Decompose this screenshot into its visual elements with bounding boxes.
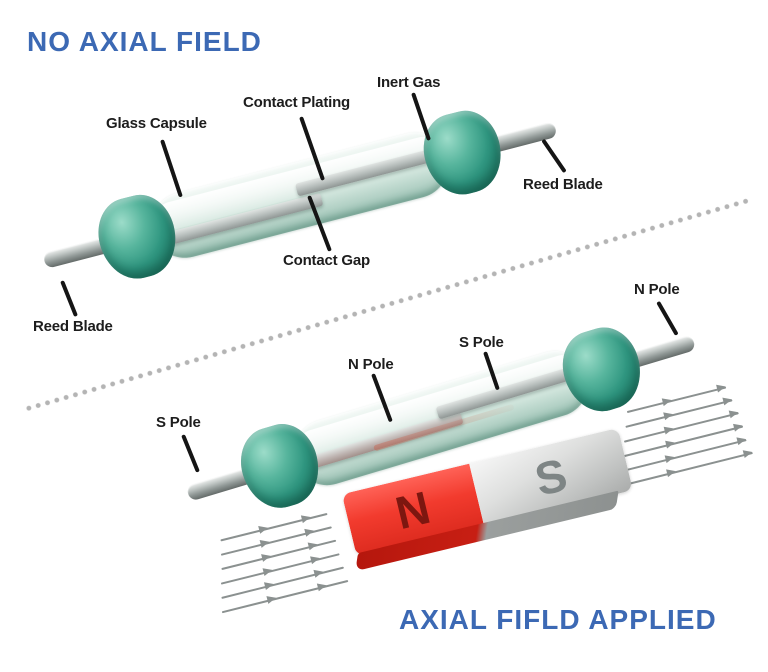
arrow-right-icon	[261, 552, 273, 563]
arrow-right-icon	[736, 435, 748, 446]
arrow-right-icon	[664, 453, 676, 464]
arrow-right-icon	[733, 422, 744, 432]
arrow-right-icon	[307, 540, 319, 551]
arrow-right-icon	[266, 594, 277, 605]
diagram-title-axial-field-applied: AXIAL FIFLD APPLIED	[399, 604, 717, 635]
arrow-right-icon	[262, 566, 274, 577]
arrow-right-icon	[665, 467, 677, 478]
label-reed-blade-left: Reed Blade	[33, 318, 113, 335]
field-line	[221, 579, 349, 614]
label-contact-plating: Contact Plating	[243, 94, 351, 111]
field-line	[619, 435, 748, 473]
label-inert-gas: Inert Gas	[377, 74, 441, 91]
field-line	[622, 422, 744, 458]
label-contact-gap: Contact Gap	[283, 252, 370, 269]
arrow-right-icon	[304, 527, 315, 538]
arrow-right-icon	[264, 580, 276, 591]
label-n-pole-middle: N Pole	[348, 356, 394, 373]
field-line	[618, 448, 754, 488]
label-s-pole-middle: S Pole	[459, 334, 504, 351]
label-reed-blade-right: Reed Blade	[523, 176, 603, 193]
label-glass-capsule: Glass Capsule	[106, 115, 207, 132]
label-s-pole-left: S Pole	[156, 414, 201, 431]
arrow-right-icon	[309, 554, 321, 565]
arrow-right-icon	[316, 581, 328, 592]
magnet-south-label: S	[529, 448, 572, 506]
arrow-right-icon	[728, 408, 740, 419]
arrow-right-icon	[664, 439, 676, 449]
arrow-right-icon	[313, 568, 324, 579]
field-line	[221, 539, 337, 571]
label-n-pole-right: N Pole	[634, 281, 680, 298]
arrow-right-icon	[259, 538, 271, 549]
arrow-right-icon	[716, 382, 727, 393]
diagram-title-no-axial-field: NO AXIAL FIELD	[27, 26, 262, 57]
arrow-right-icon	[664, 424, 675, 435]
glass-capsule-body	[144, 124, 456, 266]
arrow-right-icon	[722, 395, 734, 406]
arrow-right-icon	[742, 448, 754, 459]
